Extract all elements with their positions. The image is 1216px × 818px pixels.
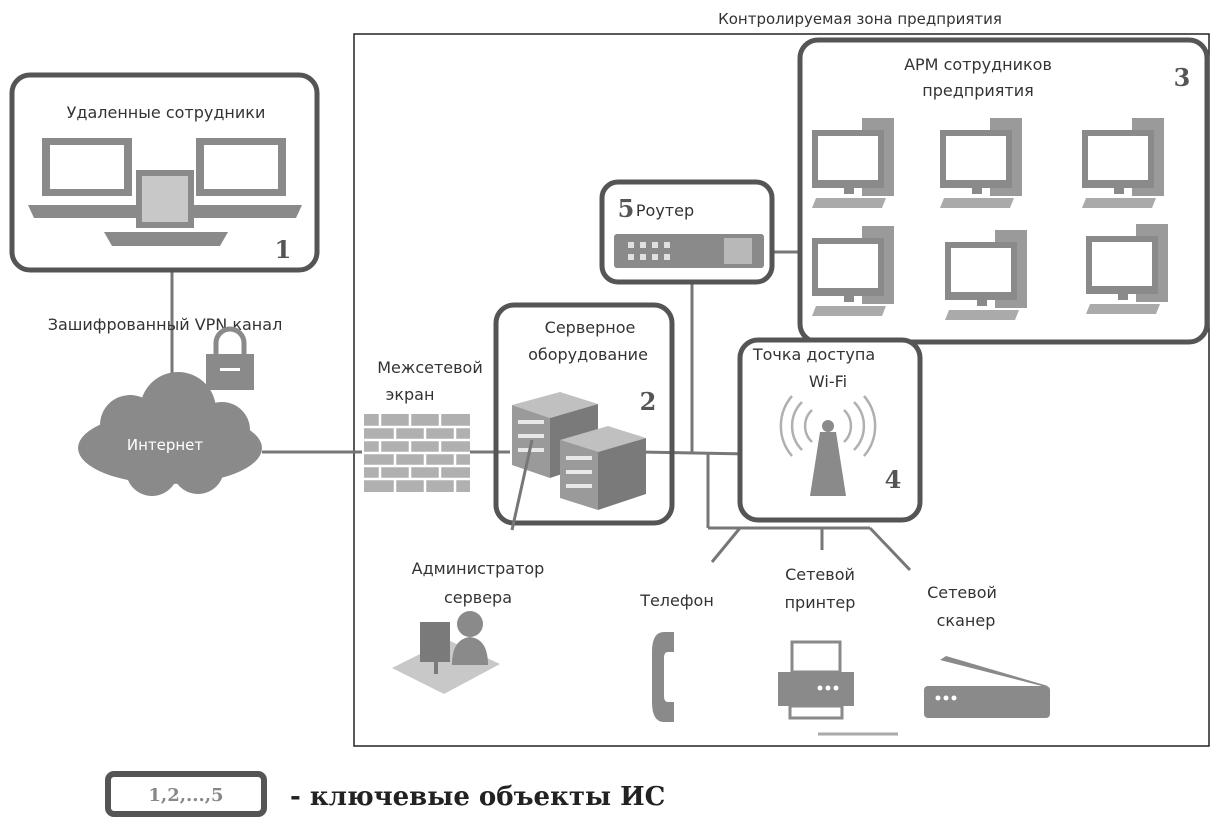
servers-label-line1: Серверное [545,318,636,337]
phone-icon [652,632,674,722]
internet-cloud-icon [78,372,262,496]
wifi-antenna-icon [779,395,877,496]
wifi-label-line2: Wi-Fi [809,372,847,391]
phone-link-line [710,527,742,563]
scanner-icon [924,656,1050,718]
firewall-label-line2: экран [386,385,435,404]
router-icon [614,234,764,268]
workstations-label-line1: АРМ сотрудников [904,55,1052,74]
workstations-label-line2: предприятия [922,81,1034,100]
printer-icon [778,640,898,736]
remote-employees-number: 1 [275,235,292,264]
legend-text: - ключевые объекты ИС [290,782,665,812]
vpn-label: Зашифрованный VPN канал [48,315,283,334]
legend-box-text: 1,2,...,5 [148,785,223,806]
workstation-icon [812,226,894,316]
zone-title: Контролируемая зона предприятия [718,10,1002,28]
workstation-icon [1082,118,1164,208]
phone-label: Телефон [639,591,714,610]
servers-label-line2: оборудование [528,345,648,364]
workstations-number: 3 [1174,63,1191,92]
scanner-link-line [868,526,912,572]
legend-box [105,771,267,817]
admin-label-line2: сервера [444,588,512,607]
wifi-number: 4 [885,465,902,494]
servers-box [493,302,675,526]
admin-label-line1: Администратор [412,559,545,578]
lock-icon [206,326,254,390]
remote-employees-title: Удаленные сотрудники [67,103,266,122]
router-number: 5 [618,194,635,223]
server-rack-icon [512,392,646,510]
scanner-label-line1: Сетевой [927,583,997,602]
controlled-zone-frame [353,33,1210,747]
remote-laptops-icon [28,138,302,246]
scanner-label-line2: сканер [937,611,996,630]
workstation-icon [1086,224,1168,314]
printer-label-line2: принтер [785,593,856,612]
firewall-icon [364,414,470,492]
workstation-icon [812,118,894,208]
administrator-icon [392,611,500,694]
internet-label: Интернет [127,436,204,454]
workstations-grid [812,118,1168,320]
firewall-label-line1: Межсетевой [377,358,482,377]
printer-label-line1: Сетевой [785,565,855,584]
workstation-icon [945,230,1027,320]
workstation-icon [940,118,1022,208]
router-label: Роутер [636,201,694,220]
wifi-label-line1: Точка доступа [752,345,875,364]
admin-link-line [510,439,534,531]
servers-number: 2 [640,387,657,416]
